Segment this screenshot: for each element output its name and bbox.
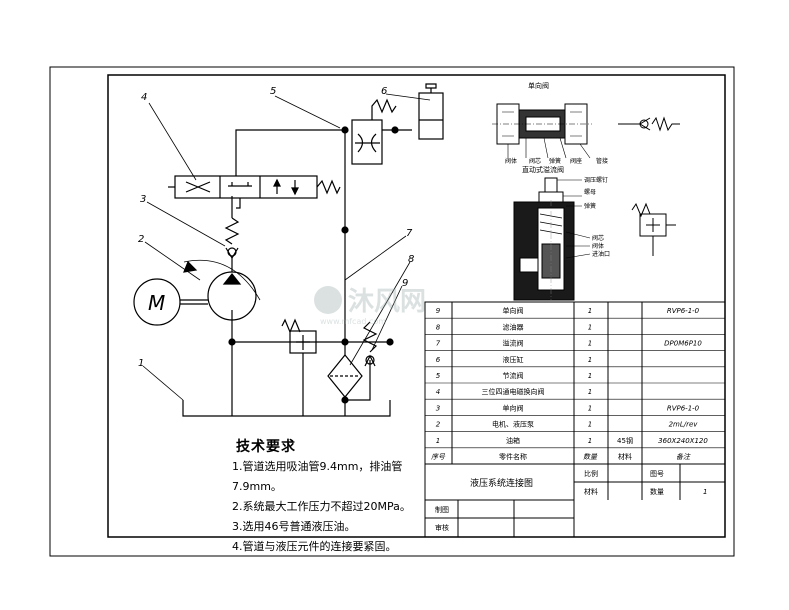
- bom-header-material: 材料: [618, 452, 632, 461]
- svg-text:螺母: 螺母: [584, 188, 596, 196]
- throttle-valve-symbol: [351, 119, 383, 165]
- tech-item-1: 1.管道选用吸油管9.4mm，排油管7.9mm。: [232, 460, 403, 493]
- callout-leaders: [142, 93, 431, 401]
- tank-symbol: [182, 400, 391, 417]
- tech-title: 技术要求: [236, 439, 296, 455]
- bom-header-name: 零件名称: [499, 452, 527, 461]
- bom-cell-name: 液压缸: [503, 355, 524, 364]
- quantity-value: 1: [703, 488, 707, 496]
- bom-cell-remark: DP0M6P10: [664, 340, 702, 348]
- bom-cell-no: 3: [436, 404, 440, 412]
- bom-cell-no: 4: [436, 388, 440, 396]
- bom-cell-no: 7: [436, 340, 441, 348]
- tech-item-4: 4.管道与液压元件的连接要紧固。: [232, 540, 397, 553]
- svg-text:阀体: 阀体: [592, 242, 604, 250]
- section2-title: 直动式溢流阀: [522, 165, 564, 174]
- relief-valve-symbol-small: [631, 202, 676, 256]
- bom-cell-name: 节流阀: [503, 371, 524, 380]
- bom-header-no: 序号: [431, 453, 446, 461]
- drawing-no-label: 图号: [650, 470, 664, 478]
- bom-cell-qty: 1: [588, 404, 592, 412]
- bom-cell-qty: 1: [588, 437, 592, 445]
- bom-cell-qty: 1: [588, 388, 592, 396]
- outer-frame: [49, 66, 735, 557]
- cylinder-symbol: [418, 92, 444, 140]
- callout-2: 2: [138, 234, 144, 245]
- relief-valve-section: 直动式溢流阀: [513, 165, 591, 301]
- directional-valve-symbol: [174, 175, 318, 199]
- bom-table: [424, 301, 726, 538]
- quantity-label: 数量: [650, 487, 664, 496]
- bom-cell-remark: RVP6-1-0: [667, 307, 700, 315]
- scale-label: 比例: [584, 469, 598, 478]
- bom-cell-name: 电机、液压泵: [492, 420, 534, 429]
- svg-text:弹簧: 弹簧: [549, 157, 561, 165]
- callout-3: 3: [140, 194, 146, 205]
- callout-4: 4: [141, 92, 147, 103]
- bom-cell-name: 单向阀: [503, 306, 524, 315]
- bom-cell-remark: 360X240X120: [658, 437, 708, 445]
- bom-cell-remark: RVP6-1-0: [667, 404, 700, 412]
- bom-cell-name: 三位四通电磁换向阀: [482, 387, 545, 396]
- bom-header-remark: 备注: [676, 453, 691, 461]
- section2-part-labels: 调压螺钉 螺母 弹簧 阀芯 阀体 进油口: [584, 176, 610, 258]
- callout-7: 7: [406, 228, 413, 239]
- bom-cell-material: 45钢: [617, 436, 633, 445]
- bom-cell-no: 9: [436, 307, 441, 315]
- bom-cell-name: 溢流阀: [503, 339, 524, 348]
- bom-cell-qty: 1: [588, 323, 592, 331]
- bom-cell-no: 8: [436, 323, 441, 331]
- drawn-label: 制图: [435, 505, 449, 514]
- svg-text:阀体: 阀体: [505, 157, 517, 165]
- bom-cell-name: 单向阀: [503, 403, 524, 412]
- callout-numbers: 1 2 3 4 5 6 7 8 9: [138, 86, 414, 369]
- watermark: 沐风网 www.mfcad.com: [314, 286, 426, 326]
- bom-cell-name: 油箱: [506, 436, 520, 445]
- tech-item-2: 2.系统最大工作压力不超过20MPa。: [232, 500, 411, 513]
- motor-label: M: [148, 291, 165, 315]
- section1-title: 单向阀: [528, 81, 549, 90]
- bom-cell-qty: 1: [588, 372, 592, 380]
- callout-9: 9: [402, 278, 408, 289]
- bom-cell-no: 6: [436, 356, 441, 364]
- motor-symbol: [133, 278, 181, 326]
- watermark-url: www.mfcad.com: [320, 317, 386, 326]
- section1-part-labels: 阀体 阀芯 弹簧 阀座 管接: [505, 157, 608, 165]
- bom-cell-qty: 1: [588, 356, 592, 364]
- material-label: 材料: [584, 487, 598, 496]
- svg-text:进油口: 进油口: [592, 250, 610, 258]
- bom-cell-name: 滤油器: [503, 322, 524, 331]
- hydraulic-circuit: [133, 83, 444, 417]
- svg-text:管接: 管接: [596, 157, 608, 165]
- bom-cell-qty: 1: [588, 307, 592, 315]
- tech-item-3: 3.选用46号普通液压油。: [232, 520, 356, 533]
- bom-cell-no: 5: [436, 372, 441, 380]
- bom-cell-qty: 1: [588, 421, 592, 429]
- bom-header-qty: 数量: [583, 453, 598, 461]
- title-block: 液压系统连接图 比例 图号 材料 数量 1 制图 审核: [435, 469, 707, 532]
- check-valve-section: 单向阀: [492, 81, 592, 159]
- checked-label: 审核: [435, 523, 449, 532]
- callout-1: 1: [138, 358, 144, 369]
- svg-text:阀芯: 阀芯: [529, 157, 541, 165]
- drawing-name: 液压系统连接图: [470, 477, 533, 489]
- check-valve-symbol-small: [618, 116, 680, 132]
- callout-8: 8: [408, 254, 414, 265]
- technical-requirements: 技术要求 1.管道选用吸油管9.4mm，排油管7.9mm。 2.系统最大工作压力…: [232, 437, 422, 557]
- watermark-text: 沐风网: [348, 287, 426, 317]
- svg-text:调压螺钉: 调压螺钉: [584, 176, 608, 184]
- callout-6: 6: [381, 86, 387, 97]
- bom-cell-remark: 2mL/rev: [669, 421, 699, 429]
- svg-text:弹簧: 弹簧: [584, 202, 596, 210]
- bom-cell-no: 1: [436, 437, 440, 445]
- bom-cell-no: 2: [436, 421, 441, 429]
- svg-text:阀座: 阀座: [570, 157, 582, 165]
- bom-cell-qty: 1: [588, 340, 592, 348]
- callout-5: 5: [270, 86, 276, 97]
- svg-text:阀芯: 阀芯: [592, 234, 604, 242]
